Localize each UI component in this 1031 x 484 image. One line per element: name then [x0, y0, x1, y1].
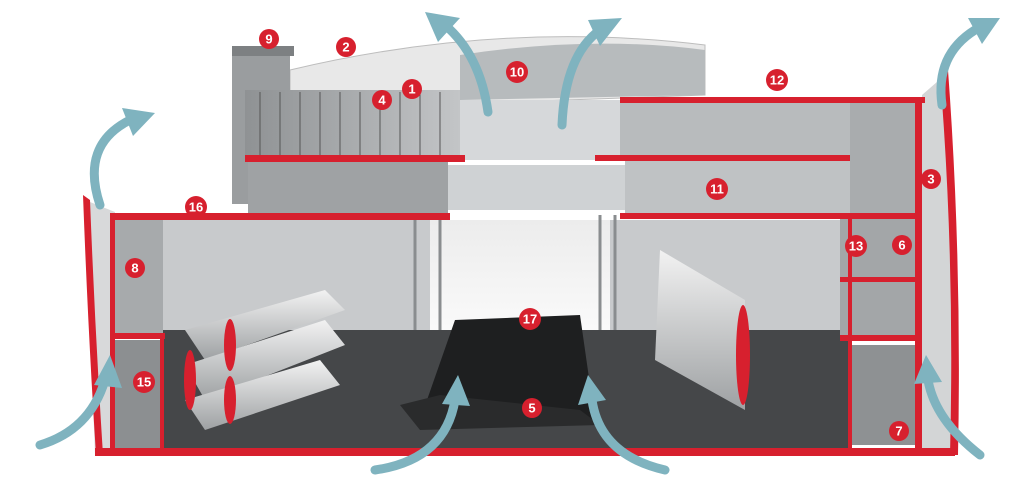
marker-15: 15 — [133, 371, 155, 393]
svg-text:11: 11 — [710, 182, 724, 197]
marker-4: 4 — [372, 90, 392, 110]
marker-11: 11 — [706, 178, 728, 200]
svg-text:5: 5 — [528, 401, 535, 416]
airflow-arrows — [35, 12, 1000, 475]
second-level-left — [248, 160, 448, 215]
marker-16: 16 — [185, 196, 207, 218]
numbered-markers: 1 2 3 4 5 6 7 8 9 10 11 12 13 15 16 — [125, 29, 941, 441]
left-air-tubes — [184, 290, 345, 430]
airflow-arrow-center-left — [425, 12, 493, 117]
airflow-arrow-floor-right — [578, 375, 670, 475]
svg-text:12: 12 — [770, 73, 784, 88]
marker-12: 12 — [766, 69, 788, 91]
svg-text:16: 16 — [189, 200, 203, 215]
airflow-arrow-center-right — [557, 18, 622, 130]
marker-8: 8 — [125, 258, 145, 278]
marker-10: 10 — [506, 61, 528, 83]
bridge-glazing — [445, 100, 625, 210]
airflow-arrow-right-bottom — [914, 355, 985, 460]
airflow-arrow-left-top — [89, 108, 155, 210]
section-cut-lines — [83, 70, 959, 456]
marker-7: 7 — [889, 421, 909, 441]
svg-text:4: 4 — [378, 93, 386, 108]
airflow-arrow-left-bottom — [35, 355, 122, 450]
svg-text:10: 10 — [510, 65, 524, 80]
svg-text:17: 17 — [523, 312, 537, 327]
right-air-tube — [655, 250, 750, 410]
marker-17: 17 — [519, 308, 541, 330]
marker-6: 6 — [892, 235, 912, 255]
upper-left-floor — [245, 90, 460, 160]
second-level-right — [625, 160, 850, 215]
columns — [413, 215, 617, 330]
svg-text:9: 9 — [265, 32, 272, 47]
airflow-arrow-floor-left — [370, 375, 470, 475]
svg-text:3: 3 — [927, 172, 934, 187]
svg-text:6: 6 — [898, 238, 905, 253]
marker-2: 2 — [336, 37, 356, 57]
airflow-arrow-right-top — [936, 18, 1000, 110]
marker-3: 3 — [921, 169, 941, 189]
marker-13: 13 — [845, 235, 867, 257]
svg-text:2: 2 — [342, 40, 349, 55]
svg-text:15: 15 — [137, 375, 151, 390]
svg-text:1: 1 — [408, 82, 415, 97]
marker-5: 5 — [522, 398, 542, 418]
svg-text:7: 7 — [895, 424, 902, 439]
marker-1: 1 — [402, 79, 422, 99]
upper-right-floor — [620, 98, 925, 213]
marker-9: 9 — [259, 29, 279, 49]
svg-text:13: 13 — [849, 239, 863, 254]
svg-text:8: 8 — [131, 261, 138, 276]
